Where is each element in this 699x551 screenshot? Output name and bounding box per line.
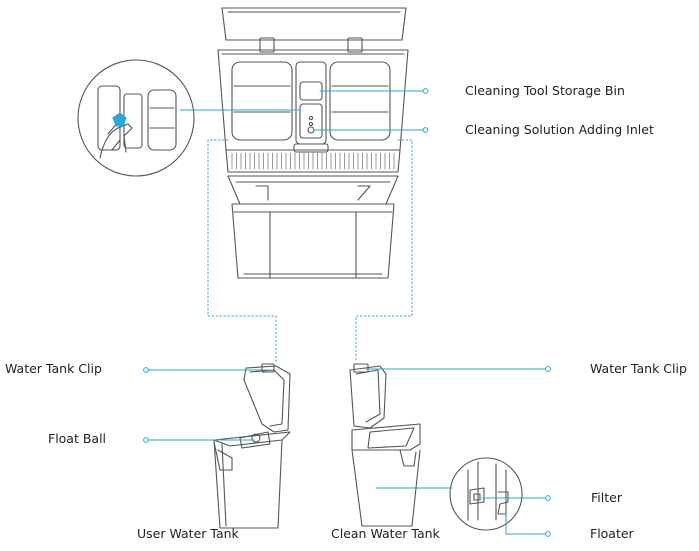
dotted-connectors — [207, 139, 413, 363]
filter-zoom-circle — [449, 457, 523, 531]
clean-tank-lid — [349, 365, 387, 429]
zoom-inset — [77, 59, 195, 177]
filter-inset — [449, 457, 523, 531]
filter-part — [469, 487, 485, 505]
user-tank-clip — [261, 363, 275, 373]
label-water-tank-clip-right: Water Tank Clip — [590, 361, 687, 376]
zoom-highlight — [112, 112, 127, 127]
label-water-tank-clip-left: Water Tank Clip — [5, 361, 102, 376]
clean-tank-clip — [353, 363, 369, 373]
tool-storage-bin — [299, 81, 323, 101]
clean-water-tank — [349, 363, 421, 527]
callout-leaders — [143, 88, 551, 537]
zoom-circle — [77, 59, 195, 177]
label-clean-water-tank: Clean Water Tank — [331, 526, 440, 541]
label-floater: Floater — [590, 526, 634, 541]
hand-illustration — [99, 123, 133, 159]
lid-hinge-left — [259, 37, 275, 53]
user-water-tank — [213, 363, 291, 529]
base-station-lower-body — [231, 203, 395, 279]
floater-part — [497, 491, 509, 515]
float-ball — [239, 431, 271, 449]
base-station-tray — [227, 175, 399, 205]
base-station — [217, 7, 409, 279]
label-user-water-tank: User Water Tank — [137, 526, 239, 541]
label-cleaning-solution-adding-inlet: Cleaning Solution Adding Inlet — [465, 122, 654, 137]
solution-inlet — [307, 126, 315, 134]
label-filter: Filter — [591, 490, 622, 505]
base-station-lid — [221, 7, 407, 41]
label-cleaning-tool-storage-bin: Cleaning Tool Storage Bin — [465, 83, 625, 98]
label-float-ball: Float Ball — [48, 431, 107, 446]
left-compartment — [231, 61, 293, 141]
right-compartment — [329, 61, 391, 141]
lid-hinge-right — [347, 37, 363, 53]
user-tank-lid — [243, 365, 291, 433]
base-station-grille — [225, 149, 401, 173]
